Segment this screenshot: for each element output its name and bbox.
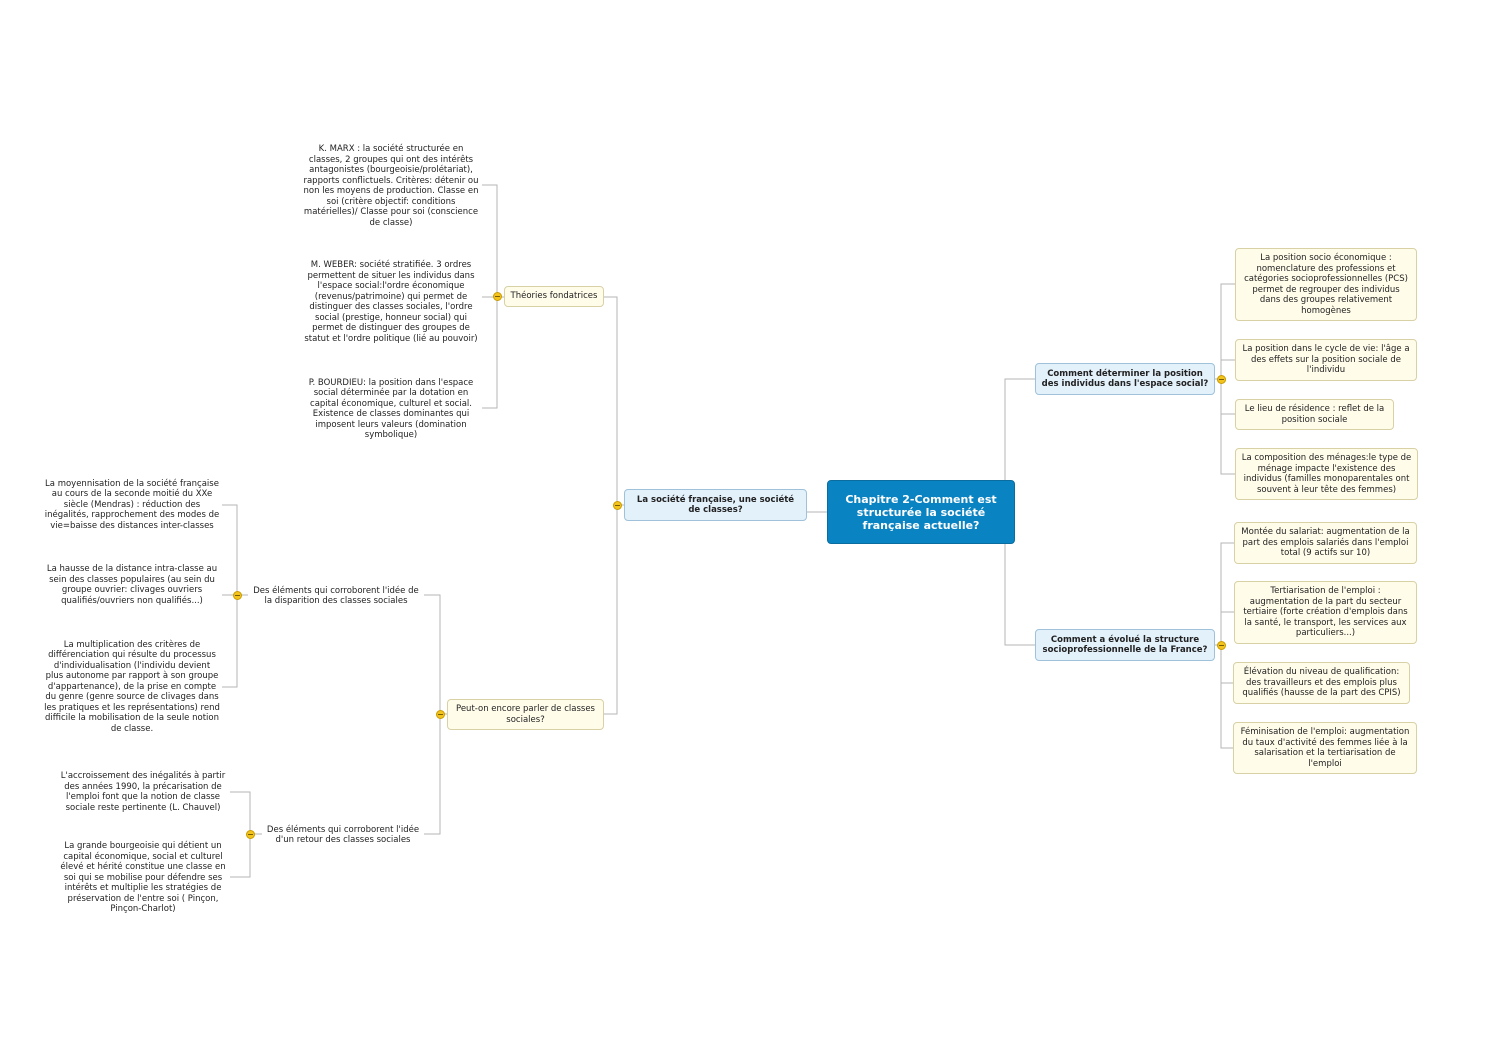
item-moyennisation[interactable]: La moyennisation de la société française… <box>42 472 222 538</box>
topic-disparition-classes[interactable]: Des éléments qui corroborent l'idée de l… <box>248 584 424 608</box>
collapse-toggle-icon[interactable] <box>436 710 445 719</box>
collapse-toggle-icon[interactable] <box>1217 641 1226 650</box>
item-lieu-de-residence[interactable]: Le lieu de résidence : reflet de la posi… <box>1235 399 1394 430</box>
topic-position-label: Comment déterminer la position des indiv… <box>1041 368 1209 390</box>
item-distance-intra-classe-text: La hausse de la distance intra-classe au… <box>46 564 218 606</box>
item-multiplication-criteres[interactable]: La multiplication des critères de différ… <box>42 633 222 741</box>
item-composition-menages[interactable]: La composition des ménages:le type de mé… <box>1235 448 1418 500</box>
collapse-toggle-icon[interactable] <box>493 292 502 301</box>
item-position-socio-economique-text: La position socio économique : nomenclat… <box>1244 253 1408 316</box>
topic-evolution-label: Comment a évolué la structure socioprofe… <box>1042 634 1208 656</box>
item-lieu-de-residence-text: Le lieu de résidence : reflet de la posi… <box>1244 404 1385 425</box>
topic-disparition-label: Des éléments qui corroborent l'idée de l… <box>253 585 419 607</box>
item-tertiarisation-text: Tertiarisation de l'emploi : augmentatio… <box>1243 586 1408 639</box>
item-moyennisation-text: La moyennisation de la société française… <box>44 478 220 531</box>
item-composition-menages-text: La composition des ménages:le type de mé… <box>1241 453 1412 495</box>
item-weber-text: M. WEBER: société stratifiée. 3 ordres p… <box>304 260 478 344</box>
topic-retour-classes[interactable]: Des éléments qui corroborent l'idée d'un… <box>262 823 424 847</box>
topic-retour-label: Des éléments qui corroborent l'idée d'un… <box>266 824 420 846</box>
item-weber[interactable]: M. WEBER: société stratifiée. 3 ordres p… <box>300 254 482 350</box>
item-position-socio-economique[interactable]: La position socio économique : nomenclat… <box>1235 248 1417 321</box>
topic-theories-label: Théories fondatrices <box>510 291 598 302</box>
collapse-toggle-icon[interactable] <box>233 591 242 600</box>
item-montee-salariat[interactable]: Montée du salariat: augmentation de la p… <box>1234 522 1417 564</box>
item-bourdieu[interactable]: P. BOURDIEU: la position dans l'espace s… <box>300 376 482 442</box>
item-accroissement-inegalites[interactable]: L'accroissement des inégalités à partir … <box>56 770 230 814</box>
topic-peut-on-parler-de-classes[interactable]: Peut-on encore parler de classes sociale… <box>447 699 604 730</box>
topic-societe-de-classes[interactable]: La société française, une société de cla… <box>624 489 807 521</box>
item-elevation-qualification[interactable]: Élévation du niveau de qualification: de… <box>1233 662 1410 704</box>
item-feminisation[interactable]: Féminisation de l'emploi: augmentation d… <box>1233 722 1417 774</box>
item-grande-bourgeoisie[interactable]: La grande bourgeoisie qui détient un cap… <box>56 840 230 916</box>
item-cycle-de-vie[interactable]: La position dans le cycle de vie: l'âge … <box>1235 339 1417 381</box>
item-elevation-qualification-text: Élévation du niveau de qualification: de… <box>1242 667 1401 699</box>
topic-peut-on-label: Peut-on encore parler de classes sociale… <box>456 704 595 725</box>
central-topic[interactable]: Chapitre 2-Comment est structurée la soc… <box>827 480 1015 544</box>
topic-societe-de-classes-label: La société française, une société de cla… <box>636 494 795 516</box>
collapse-toggle-icon[interactable] <box>1217 375 1226 384</box>
item-marx-text: K. MARX : la société structurée en class… <box>303 144 479 228</box>
item-marx[interactable]: K. MARX : la société structurée en class… <box>300 143 482 229</box>
item-feminisation-text: Féminisation de l'emploi: augmentation d… <box>1240 727 1410 769</box>
item-multiplication-criteres-text: La multiplication des critères de différ… <box>44 639 220 734</box>
item-accroissement-inegalites-text: L'accroissement des inégalités à partir … <box>60 771 226 813</box>
topic-evolution-structure[interactable]: Comment a évolué la structure socioprofe… <box>1035 629 1215 661</box>
item-montee-salariat-text: Montée du salariat: augmentation de la p… <box>1241 527 1410 559</box>
item-bourdieu-text: P. BOURDIEU: la position dans l'espace s… <box>308 377 474 441</box>
collapse-toggle-icon[interactable] <box>246 830 255 839</box>
item-tertiarisation[interactable]: Tertiarisation de l'emploi : augmentatio… <box>1234 581 1417 644</box>
item-grande-bourgeoisie-text: La grande bourgeoisie qui détient un cap… <box>60 841 226 915</box>
item-cycle-de-vie-text: La position dans le cycle de vie: l'âge … <box>1242 344 1410 376</box>
topic-theories-fondatrices[interactable]: Théories fondatrices <box>504 286 604 307</box>
collapse-toggle-icon[interactable] <box>613 501 622 510</box>
topic-position-individus[interactable]: Comment déterminer la position des indiv… <box>1035 363 1215 395</box>
item-distance-intra-classe[interactable]: La hausse de la distance intra-classe au… <box>42 563 222 607</box>
central-topic-label: Chapitre 2-Comment est structurée la soc… <box>845 492 997 532</box>
